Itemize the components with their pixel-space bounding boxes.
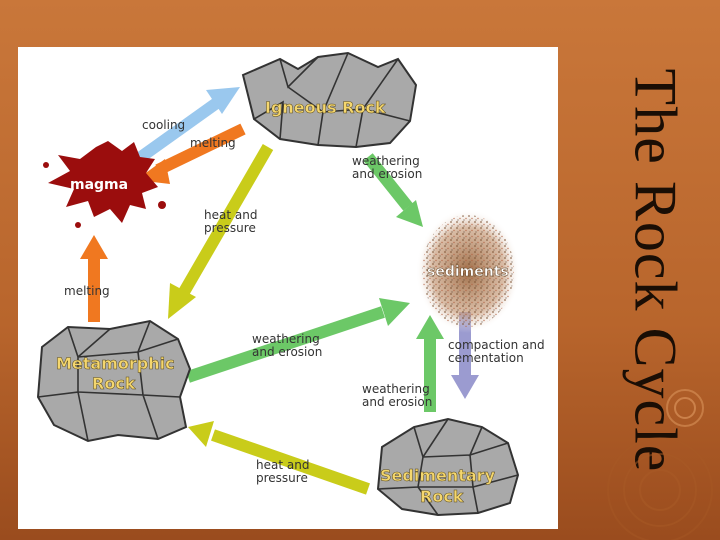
igneous-rock-label: Igneous Rock [265,98,386,117]
melting-metamorphic-label: melting [64,284,110,298]
sediments-label: sediments [427,264,509,280]
metamorphic-rock-node: Metamorphic Rock [38,321,190,441]
weathering-sedimentary-label-l1: weathering [362,382,430,396]
weathering-metamorphic-label-l1: weathering [252,332,320,346]
heat-pressure-igneous-label-l1: heat and [204,208,257,222]
decorative-rings [590,380,720,540]
weathering-igneous-label-l1: weathering [352,154,420,168]
sedimentary-label-line1: Sedimentary [380,466,496,485]
rock-cycle-diagram: Igneous Rock magma sediments Metamorphic… [18,47,558,529]
sedimentary-label-line2: Rock [420,487,464,506]
compaction-label-l2: cementation [448,351,524,365]
metamorphic-label-line2: Rock [92,374,136,393]
weathering-metamorphic-label-l2: and erosion [252,345,322,359]
weathering-igneous-label-l2: and erosion [352,167,422,181]
heat-pressure-igneous-label-l2: pressure [204,221,256,235]
igneous-rock-node: Igneous Rock [243,53,416,147]
diagram-canvas: Igneous Rock magma sediments Metamorphic… [18,47,558,529]
sedimentary-rock-node: Sedimentary Rock [378,419,518,515]
sediments-node: sediments [416,209,520,333]
heat-pressure-sedimentary-label-l2: pressure [256,471,308,485]
melting-igneous-label: melting [190,136,236,150]
heat-pressure-sedimentary-label-l1: heat and [256,458,309,472]
compaction-label-l1: compaction and [448,338,545,352]
cooling-label: cooling [142,118,185,132]
magma-label: magma [70,177,128,193]
weathering-sedimentary-label-l2: and erosion [362,395,432,409]
arrow-melting-metamorphic [80,235,108,322]
metamorphic-label-line1: Metamorphic [56,354,175,373]
